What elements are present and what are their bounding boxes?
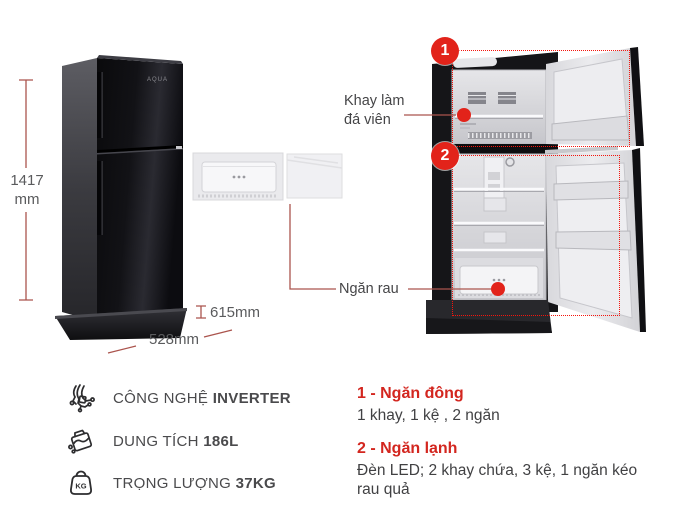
freezer-interior [451,69,547,145]
feature-weight-label: TRỌNG LƯỢNG [113,474,232,492]
fridge-door-edge [632,148,646,332]
fridge-door-handle [97,161,102,235]
door-inner-shading [286,156,343,169]
feature-inverter-label: CÔNG NGHỆ [113,389,209,407]
ice-tray-callout-line2: đá viên [344,112,391,128]
door-divider [97,145,183,153]
lower-door-top-edge [545,146,618,154]
compartment-divider [448,144,558,154]
brand-logo: AQUA [147,77,168,83]
drawer-dot [232,175,236,179]
door-latch [176,146,182,149]
freezer-label [460,127,470,129]
freezer-door-handle [97,72,102,138]
drawer-dot [242,175,246,179]
weight-icon-text: KG [75,482,86,491]
freezer-badge-number: 1 [440,42,450,59]
freezer-highlight-zone [452,50,630,147]
crisper-dot [502,278,506,282]
top-handle-recess [453,57,498,68]
feature-weight: KG TRỌNG LƯỢNG 37KG [64,466,276,500]
control-grille [488,172,500,180]
crisper-dot [492,278,496,282]
crisper-drawer-image [192,152,343,201]
closed-refrigerator-image: AQUA [55,55,187,340]
freezer-legend-description: 1 khay, 1 kệ , 2 ngăn [357,407,500,424]
feature-capacity-text: DUNG TÍCH 186L [113,433,239,450]
inverter-icon [64,381,98,415]
thermostat-knob [505,157,515,167]
fridge-badge-number: 2 [440,147,450,164]
feature-inverter-text: CÔNG NGHỆ INVERTER [113,390,291,407]
handle-highlight-top [101,72,103,138]
fridge-door-bin [555,230,632,251]
fridge-top-edge [97,55,183,64]
freezer-label [460,123,476,125]
ice-tray-callout: Khay làm đá viên [344,92,404,130]
fridge-front-panel [97,58,183,322]
depth-dimension-line [196,305,206,319]
fridge-legend-description: Đèn LED; 2 khay chứa, 3 kệ, 1 ngăn kéo r… [357,462,638,498]
vegetable-callout: Ngăn rau [339,281,399,297]
plinth-lip [55,308,187,319]
handle-highlight-bottom [101,161,103,235]
feature-inverter-value: INVERTER [212,389,291,407]
freezer-badge: 1 [431,37,459,65]
height-dimension: 1417 mm [4,171,50,209]
feature-weight-value: 37KG [235,474,277,492]
fridge-side-panel [62,58,97,322]
fridge-legend-title: 2 - Ngăn lạnh [357,440,458,457]
feature-capacity: DUNG TÍCH 186L [64,424,239,458]
grille-slats [468,95,516,100]
depth-dimension: 615mm [210,304,261,321]
feature-inverter: CÔNG NGHỆ INVERTER [64,381,291,415]
height-unit: mm [14,191,40,208]
feature-capacity-value: 186L [203,432,239,450]
crisper-dot [497,278,501,282]
ice-tray-callout-line1: Khay làm [344,93,405,109]
feature-capacity-label: DUNG TÍCH [113,432,199,450]
capacity-icon [64,424,98,458]
fridge-door-bin [553,180,629,201]
width-dimension: 528mm [149,331,200,348]
weight-icon: KG [64,466,98,500]
fridge-highlight-zone [452,155,620,316]
height-value: 1417 [10,172,44,189]
open-fridge-base-shadow [426,318,552,334]
fridge-badge: 2 [431,142,459,170]
compartment-legend: 1 - Ngăn đông 1 khay, 1 kệ , 2 ngăn 2 - … [357,384,662,513]
feature-weight-text: TRỌNG LƯỢNG 37KG [113,475,276,492]
door-divider-highlight [97,148,183,155]
freezer-door-edge [630,47,644,146]
drawer-dot [237,175,241,179]
freezer-legend-title: 1 - Ngăn đông [357,385,464,402]
